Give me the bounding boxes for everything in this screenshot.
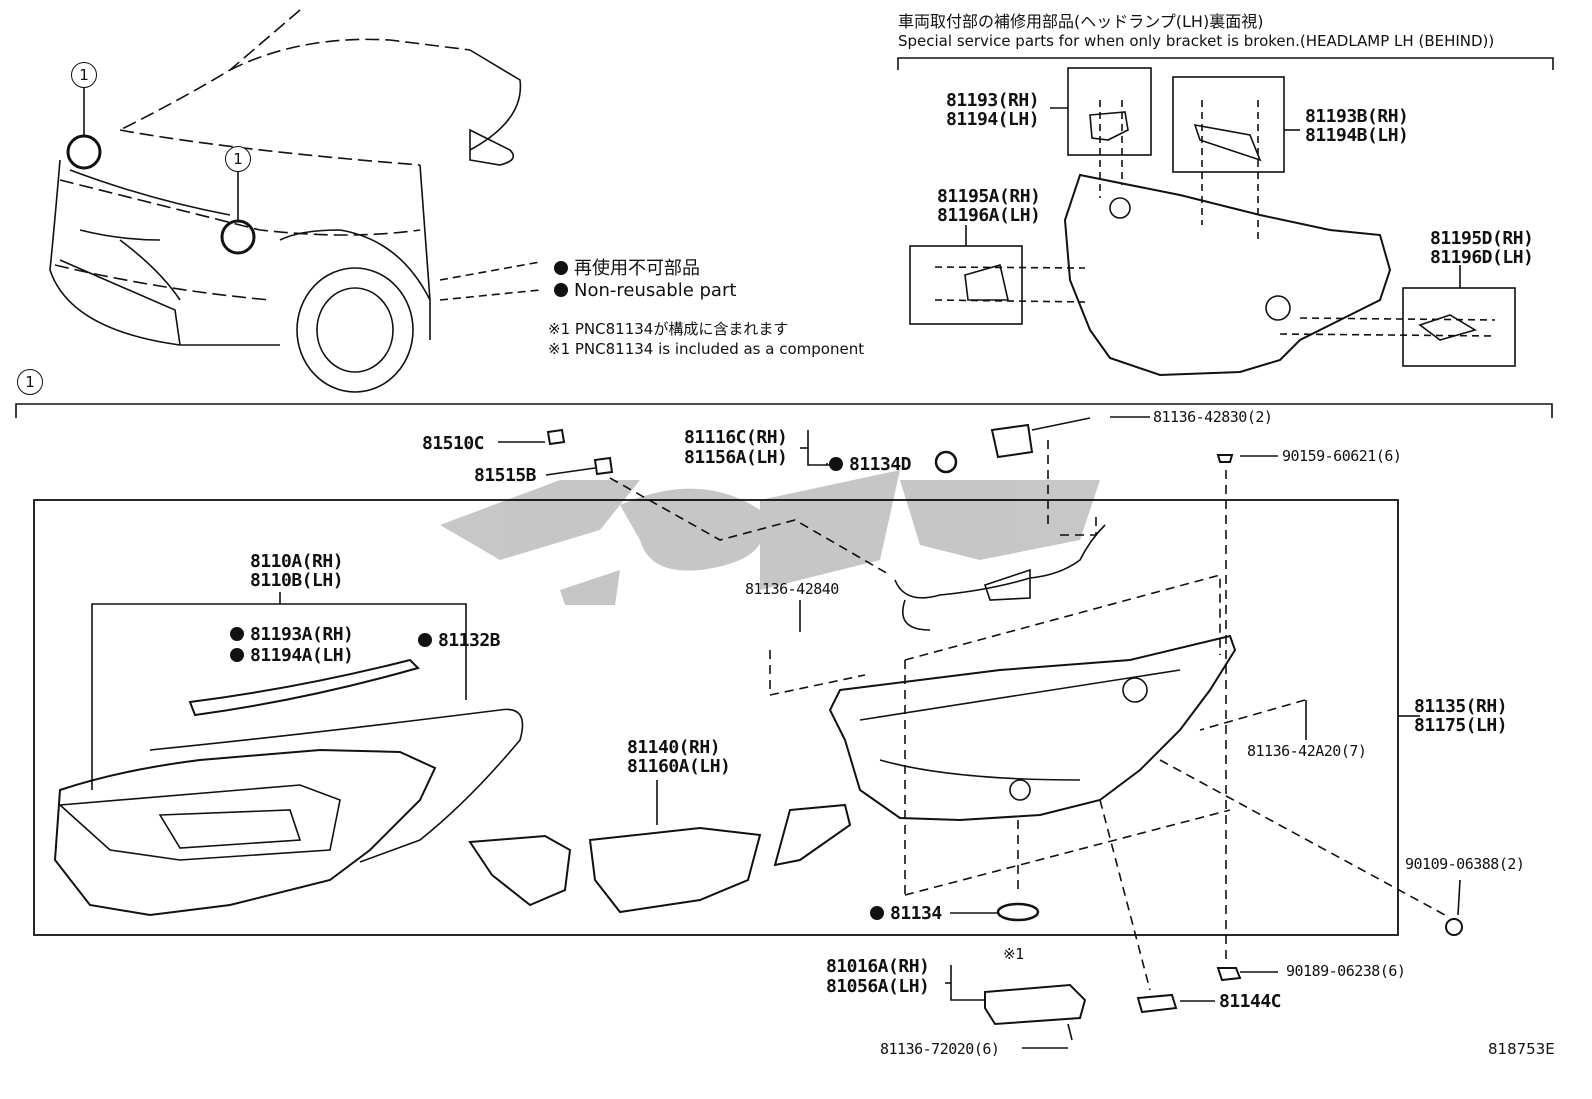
part-label-90109-06388[interactable]: 90109-06388(2) bbox=[1405, 855, 1525, 873]
part-label-81140[interactable]: 81140(RH) bbox=[627, 737, 721, 758]
non-reusable-dot-icon bbox=[829, 457, 843, 471]
part-label-81144c[interactable]: 81144C bbox=[1219, 991, 1282, 1012]
part-label-81160a[interactable]: 81160A(LH) bbox=[627, 756, 731, 777]
part-label-81016a[interactable]: 81016A(RH) bbox=[826, 956, 930, 977]
note-mark-1: ※1 bbox=[1003, 945, 1024, 963]
part-label-81135[interactable]: 81135(RH) bbox=[1414, 696, 1508, 717]
part-label-81195a[interactable]: 81195A(RH) bbox=[937, 186, 1041, 207]
part-label-81156a[interactable]: 81156A(LH) bbox=[684, 447, 788, 468]
legend-dot-jp: 再使用不可部品 bbox=[554, 254, 700, 280]
part-label-81193b[interactable]: 81193B(RH) bbox=[1305, 106, 1409, 127]
part-label-81134[interactable]: 81134 bbox=[870, 904, 942, 923]
legend-dot-en: Non-reusable part bbox=[554, 280, 736, 301]
bracket-box-81193 bbox=[1067, 67, 1152, 156]
callout-1-car-right: 1 bbox=[225, 146, 251, 172]
part-label-81515b[interactable]: 81515B bbox=[474, 465, 537, 486]
part-label-81175[interactable]: 81175(LH) bbox=[1414, 715, 1508, 736]
vehicle-outline bbox=[49, 49, 522, 393]
part-label-81510c[interactable]: 81510C bbox=[422, 433, 485, 454]
headlamp-housing-rear-outline bbox=[1063, 173, 1392, 377]
headlamp-location-marker bbox=[66, 134, 102, 170]
part-label-81193a[interactable]: 81193A(RH) bbox=[230, 625, 354, 644]
part-label-8110a[interactable]: 8110A(RH) bbox=[250, 551, 344, 572]
part-label-81136-72020[interactable]: 81136-72020(6) bbox=[880, 1040, 1000, 1058]
non-reusable-dot-icon bbox=[554, 261, 568, 275]
part-label-81132b[interactable]: 81132B bbox=[418, 631, 501, 650]
bracket-box-81195d bbox=[1402, 287, 1516, 367]
reflector-81140 bbox=[588, 826, 762, 914]
ballast-81016a bbox=[984, 983, 1087, 1026]
diagram-code: 818753E bbox=[1488, 1040, 1555, 1058]
part-label-81195d[interactable]: 81195D(RH) bbox=[1430, 228, 1534, 249]
part-label-81136-42830[interactable]: 81136-42830(2) bbox=[1153, 408, 1273, 426]
callout-1-car-left: 1 bbox=[71, 62, 97, 88]
bracket-box-81193b bbox=[1172, 76, 1285, 173]
headlamp-lens-assembly bbox=[53, 748, 437, 917]
part-label-81056a[interactable]: 81056A(LH) bbox=[826, 976, 930, 997]
header-en: Special service parts for when only brac… bbox=[898, 32, 1495, 50]
part-label-81136-42840[interactable]: 81136-42840 bbox=[745, 580, 839, 598]
part-label-81194b[interactable]: 81194B(LH) bbox=[1305, 125, 1409, 146]
vehicle-front-sketch bbox=[54, 9, 471, 301]
part-label-81134d[interactable]: 81134D bbox=[829, 455, 912, 474]
part-label-8110b[interactable]: 8110B(LH) bbox=[250, 570, 344, 591]
legend-note-en: ※1 PNC81134 is included as a component bbox=[548, 340, 865, 358]
part-label-81196d[interactable]: 81196D(LH) bbox=[1430, 247, 1534, 268]
non-reusable-dot-icon bbox=[870, 906, 884, 920]
part-label-81194a[interactable]: 81194A(LH) bbox=[230, 646, 354, 665]
part-label-90159-60621[interactable]: 90159-60621(6) bbox=[1282, 447, 1402, 465]
watermark-logo bbox=[440, 470, 1100, 605]
headlamp-location-marker bbox=[220, 219, 256, 255]
non-reusable-dot-icon bbox=[418, 633, 432, 647]
non-reusable-dot-icon bbox=[554, 283, 568, 297]
part-label-81116c[interactable]: 81116C(RH) bbox=[684, 427, 788, 448]
header-jp: 車両取付部の補修用部品(ヘッドランプ(LH)裏面視) bbox=[898, 12, 1264, 31]
part-label-81196a[interactable]: 81196A(LH) bbox=[937, 205, 1041, 226]
headlamp-housing-main bbox=[828, 634, 1237, 822]
headlamp-assembly-box bbox=[33, 499, 1399, 936]
part-label-81194[interactable]: 81194(LH) bbox=[946, 109, 1040, 130]
callout-1-section: 1 bbox=[17, 369, 43, 395]
garnish-strip bbox=[188, 658, 420, 717]
part-label-81136-42a20[interactable]: 81136-42A20(7) bbox=[1247, 742, 1367, 760]
non-reusable-dot-icon bbox=[230, 627, 244, 641]
non-reusable-dot-icon bbox=[230, 648, 244, 662]
part-label-90189-06238[interactable]: 90189-06238(6) bbox=[1286, 962, 1406, 980]
legend-note-jp: ※1 PNC81134が構成に含まれます bbox=[548, 320, 789, 338]
part-label-81193[interactable]: 81193(RH) bbox=[946, 90, 1040, 111]
